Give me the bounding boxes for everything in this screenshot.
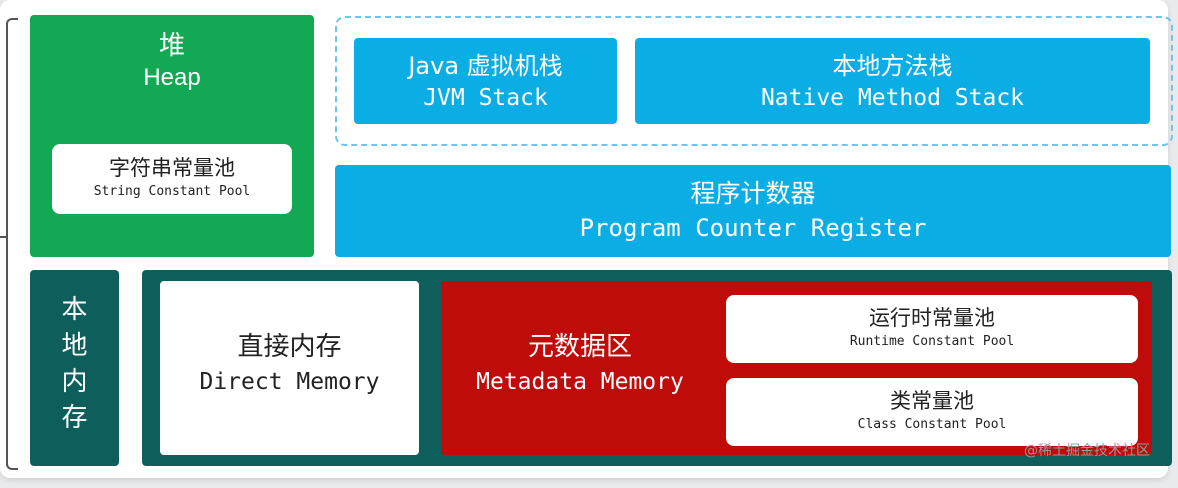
runtime-constant-pool-label-zh: 运行时常量池: [869, 306, 995, 330]
metadata-memory-label-en: Metadata Memory: [476, 369, 684, 395]
metadata-memory-label-zh: 元数据区: [527, 332, 632, 362]
string-constant-pool-block: 字符串常量池 String Constant Pool: [52, 144, 292, 214]
class-constant-pool-block: 类常量池 Class Constant Pool: [726, 378, 1138, 446]
direct-memory-label-zh: 直接内存: [237, 332, 342, 362]
direct-memory-label-en: Direct Memory: [199, 369, 380, 395]
runtime-constant-pool-block: 运行时常量池 Runtime Constant Pool: [726, 295, 1138, 363]
string-constant-pool-label-zh: 字符串常量池: [109, 156, 235, 180]
heap-label-zh: 堆: [158, 31, 185, 61]
program-counter-register-block: 程序计数器 Program Counter Register: [335, 165, 1171, 257]
program-counter-label-en: Program Counter Register: [579, 214, 927, 242]
native-memory-label: 本地内存: [61, 295, 88, 433]
jvm-stack-block: Java 虚拟机栈 JVM Stack: [354, 38, 617, 124]
program-counter-label-zh: 程序计数器: [690, 179, 816, 208]
native-memory-label-block: 本地内存: [30, 270, 119, 466]
heap-label-en: Heap: [143, 64, 201, 91]
left-brace: [6, 18, 18, 470]
native-method-stack-block: 本地方法栈 Native Method Stack: [635, 38, 1150, 124]
native-method-stack-label-en: Native Method Stack: [760, 85, 1025, 111]
runtime-constant-pool-label-en: Runtime Constant Pool: [849, 334, 1015, 349]
heap-block: 堆 Heap: [30, 15, 314, 257]
metadata-memory-text: 元数据区 Metadata Memory: [441, 281, 719, 399]
class-constant-pool-label-en: Class Constant Pool: [857, 417, 1007, 432]
watermark: @稀土掘金技术社区: [1024, 443, 1150, 459]
diagram-canvas: 堆 Heap 字符串常量池 String Constant Pool Java …: [0, 0, 1173, 478]
direct-memory-block: 直接内存 Direct Memory: [160, 281, 419, 455]
native-method-stack-label-zh: 本地方法栈: [832, 52, 953, 80]
string-constant-pool-label-en: String Constant Pool: [93, 184, 251, 199]
left-brace-tip: [0, 236, 7, 238]
jvm-stack-label-en: JVM Stack: [423, 85, 548, 111]
jvm-stack-label-zh: Java 虚拟机栈: [408, 52, 563, 80]
thread-private-dashed-group: [335, 16, 1173, 146]
class-constant-pool-label-zh: 类常量池: [890, 389, 974, 413]
